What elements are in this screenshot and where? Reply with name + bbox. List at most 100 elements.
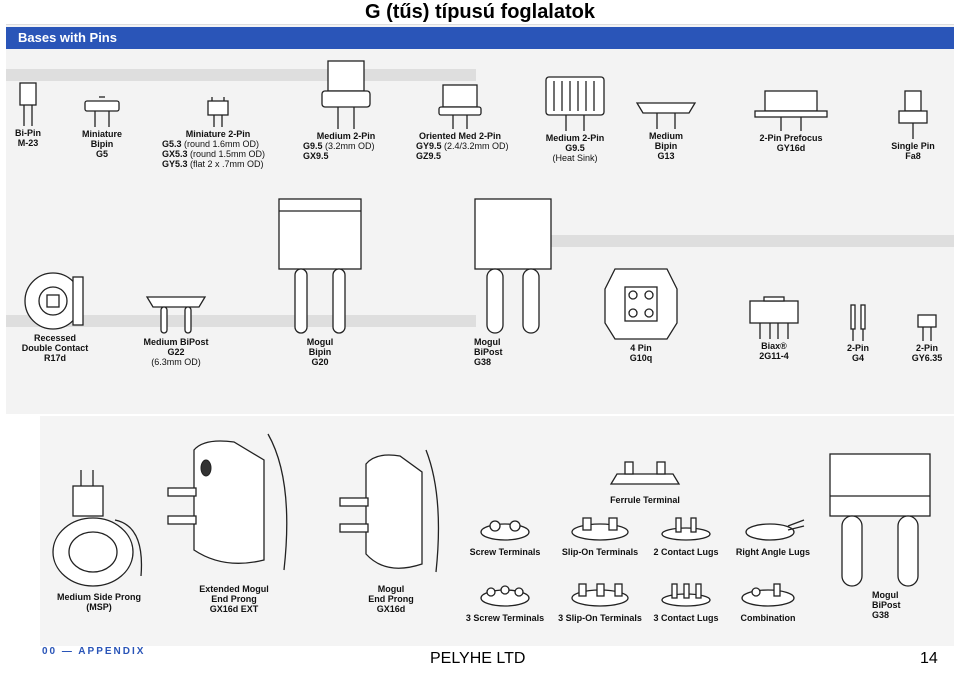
recessed-dc-drawing	[24, 272, 84, 330]
miniature-2pin-specs: G5.3 (round 1.6mm OD) GX5.3 (round 1.5mm…	[162, 139, 266, 169]
four-pin-drawing	[604, 268, 678, 340]
terminal-combination: Combination	[728, 582, 808, 623]
medium-2pin-drawing	[321, 60, 371, 129]
combination-drawing	[741, 583, 795, 607]
oriented-med-2pin-title: Oriented Med 2-Pin	[418, 131, 501, 141]
bipin-m23-drawing	[19, 82, 37, 126]
slip-on-label: Slip-On Terminals	[561, 547, 639, 557]
prefocus-drawing	[754, 90, 828, 131]
terminal-3-contact-lugs: 3 Contact Lugs	[646, 582, 726, 623]
terminal-right-angle-lugs: Right Angle Lugs	[728, 516, 818, 557]
ferrule-label: Ferrule Terminal	[610, 495, 680, 505]
bleed-band	[486, 235, 954, 247]
terminal-ferrule: Ferrule Terminal	[600, 456, 690, 505]
terminal-3-screw: 3 Screw Terminals	[460, 582, 550, 623]
bleed-band	[6, 315, 476, 327]
mogul-end-prong-drawing	[339, 449, 440, 573]
single-pin-drawing	[898, 90, 928, 139]
three-screw-label: 3 Screw Terminals	[465, 613, 545, 623]
two-lugs-drawing	[661, 517, 711, 541]
medium-2pin-specs: G9.5 (3.2mm OD) GX9.5	[303, 141, 375, 161]
miniature-bipin-drawing	[84, 96, 120, 127]
screw-terminals-drawing	[480, 520, 530, 541]
slide-title: G (tűs) típusú foglalatok	[365, 1, 595, 23]
appendix-label: 00 — APPENDIX	[42, 646, 146, 657]
miniature-2pin-drawing	[207, 97, 229, 127]
medium-bipin-drawing	[635, 102, 697, 129]
heatsink-drawing	[545, 76, 605, 131]
bleed-band	[6, 69, 476, 81]
mogul-bipost-drawing	[474, 198, 552, 334]
three-screw-drawing	[480, 585, 530, 607]
screw-terminals-label: Screw Terminals	[469, 547, 541, 557]
three-slip-on-drawing	[571, 583, 629, 607]
three-slip-on-label: 3 Slip-On Terminals	[558, 613, 642, 623]
msp-label: Medium Side Prong(MSP)	[56, 592, 141, 612]
mogul-bipost-bottom-drawing	[829, 453, 931, 587]
terminal-slip-on: Slip-On Terminals	[550, 516, 650, 557]
base-miniature-2pin: Miniature 2-Pin G5.3 (round 1.6mm OD) GX…	[158, 95, 278, 169]
three-lugs-drawing	[661, 583, 711, 607]
g4-drawing	[850, 304, 866, 341]
ext-mogul-drawing	[167, 433, 288, 571]
base-oriented-med-2pin: Oriented Med 2-Pin GY9.5 (2.4/3.2mm OD) …	[410, 83, 510, 161]
biax-label: Biax®2G11-4	[759, 341, 789, 361]
oriented-med-2pin-specs: GY9.5 (2.4/3.2mm OD) GZ9.5	[416, 141, 509, 161]
terminal-3-slip-on: 3 Slip-On Terminals	[546, 582, 654, 623]
terminal-2-contact-lugs: 2 Contact Lugs	[646, 516, 726, 557]
page-number: 14	[920, 650, 938, 667]
gy635-drawing	[917, 314, 937, 341]
footer-company: PELYHE LTD	[430, 650, 526, 667]
base-biax-2g11: Biax®2G11-4	[734, 295, 814, 361]
base-medium-side-prong: Medium Side Prong(MSP)	[44, 466, 154, 612]
mogul-bipin-drawing	[278, 198, 362, 334]
biax-drawing	[749, 296, 799, 339]
right-angle-lugs-label: Right Angle Lugs	[735, 547, 811, 557]
section-header: Bases with Pins	[18, 30, 117, 45]
oriented-med-2pin-drawing	[438, 84, 482, 129]
slip-on-drawing	[571, 517, 629, 541]
combination-label: Combination	[740, 613, 796, 623]
three-lugs-label: 3 Contact Lugs	[653, 613, 719, 623]
two-lugs-label: 2 Contact Lugs	[653, 547, 719, 557]
medium-2pin-title: Medium 2-Pin	[316, 131, 376, 141]
msp-drawing	[52, 470, 143, 587]
right-angle-lugs-drawing	[745, 519, 805, 541]
terminal-screw: Screw Terminals	[460, 516, 550, 557]
medium-bipost-drawing	[145, 296, 207, 334]
ferrule-drawing	[609, 461, 681, 485]
